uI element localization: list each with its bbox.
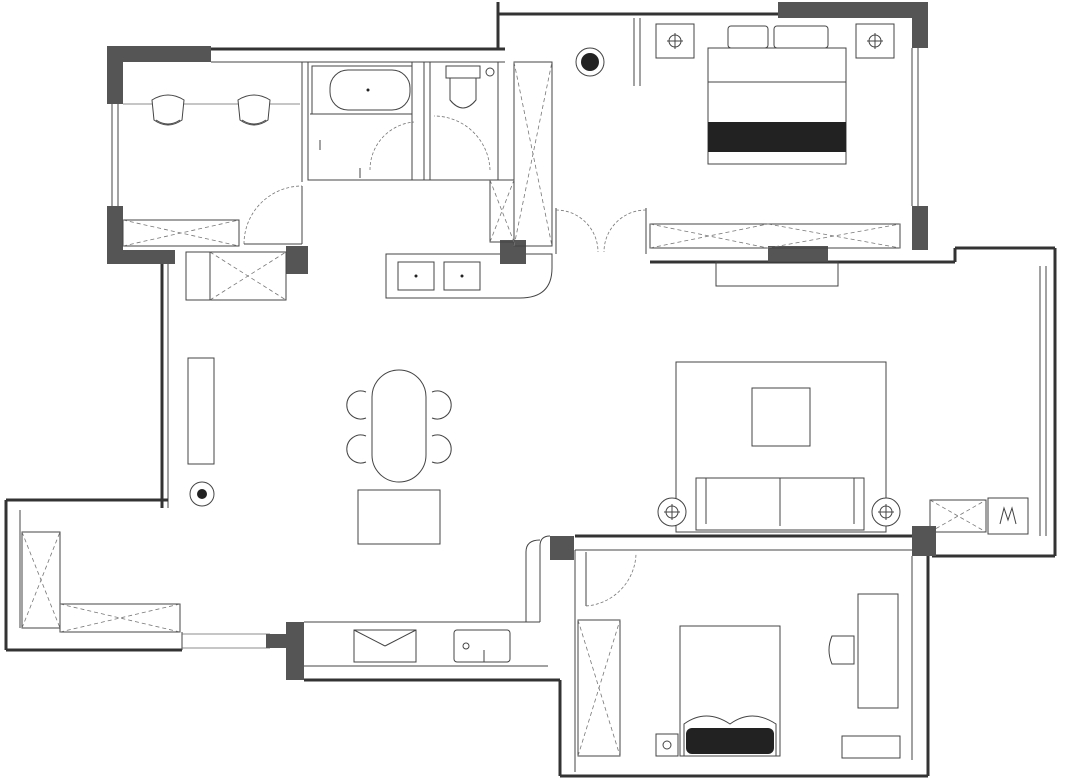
second-bed bbox=[679, 625, 781, 757]
desk bbox=[857, 593, 899, 709]
sofa bbox=[695, 477, 865, 531]
kitchen-sink bbox=[453, 629, 511, 663]
tv-cabinet bbox=[187, 357, 215, 465]
study-chair-right bbox=[237, 94, 271, 126]
bathtub bbox=[329, 69, 411, 111]
coffee-table bbox=[751, 387, 811, 447]
nightstand-right-icon bbox=[855, 23, 895, 59]
desk-chair bbox=[828, 635, 855, 665]
toilet bbox=[445, 65, 495, 109]
study-wardrobe bbox=[122, 219, 240, 247]
master-door bbox=[555, 208, 647, 254]
bedside-table-icon bbox=[655, 733, 679, 757]
nightstand-left-icon bbox=[655, 23, 695, 59]
vanity bbox=[385, 240, 553, 299]
dining-table bbox=[346, 369, 452, 483]
living-dining bbox=[6, 246, 1057, 560]
storage-ottoman bbox=[357, 489, 441, 545]
side-table-right-icon bbox=[871, 497, 901, 527]
bathroom bbox=[307, 61, 499, 181]
master-wardrobe bbox=[649, 223, 901, 249]
master-bedroom bbox=[496, 2, 955, 287]
bedroom-wardrobe bbox=[577, 619, 621, 757]
balcony bbox=[4, 500, 270, 652]
master-bed bbox=[707, 25, 847, 165]
rug bbox=[675, 361, 887, 533]
round-stool bbox=[575, 47, 605, 77]
corridor-cabinet bbox=[489, 61, 553, 247]
study-chair-left bbox=[151, 94, 185, 126]
stove bbox=[353, 629, 417, 663]
plant-icon bbox=[189, 481, 215, 507]
ac-unit bbox=[987, 497, 1029, 535]
study-door bbox=[243, 185, 303, 245]
second-bedroom bbox=[560, 550, 930, 778]
study-room bbox=[107, 46, 505, 274]
entry-cabinet bbox=[185, 251, 287, 301]
bedroom-door bbox=[585, 552, 637, 607]
side-table-left-icon bbox=[657, 497, 687, 527]
kitchen bbox=[266, 535, 562, 776]
